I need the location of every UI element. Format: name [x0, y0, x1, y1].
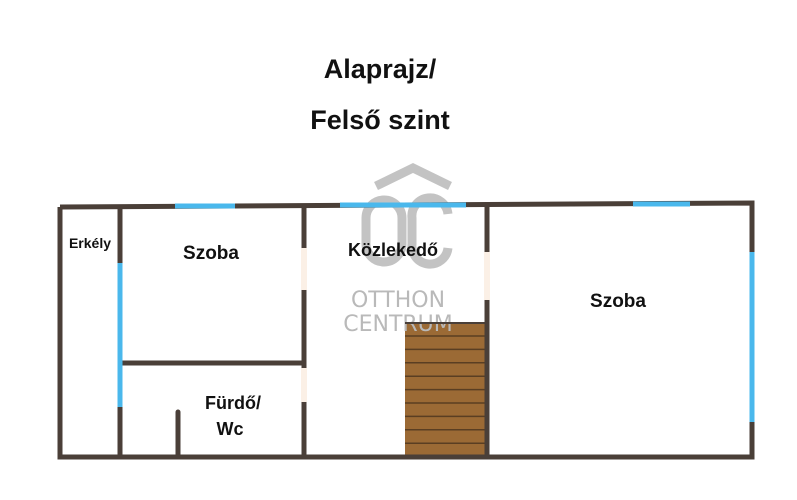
- plan-title-line2: Felső szint: [310, 105, 450, 135]
- watermark-centrum: CENTRUM: [343, 312, 453, 337]
- room-label-left-room: Szoba: [183, 243, 239, 264]
- plan-title-line1: Alaprajz/: [323, 54, 437, 84]
- windows: [117, 201, 755, 422]
- watermark-logo: [361, 162, 453, 269]
- room-label-right-room: Szoba: [590, 291, 646, 312]
- watermark-logo-c: [407, 193, 453, 269]
- room-label-balcony: Erkély: [69, 235, 111, 251]
- walls: [57, 200, 755, 460]
- watermark-otthon: OTTHON: [351, 288, 445, 313]
- room-label-hallway: Közlekedő: [348, 240, 438, 260]
- doors: [301, 248, 490, 402]
- staircase: [405, 323, 485, 458]
- watermark-logo-o: [361, 195, 407, 267]
- room-label-wc: Wc: [217, 419, 244, 439]
- room-label-bath: Fürdő/: [205, 393, 261, 413]
